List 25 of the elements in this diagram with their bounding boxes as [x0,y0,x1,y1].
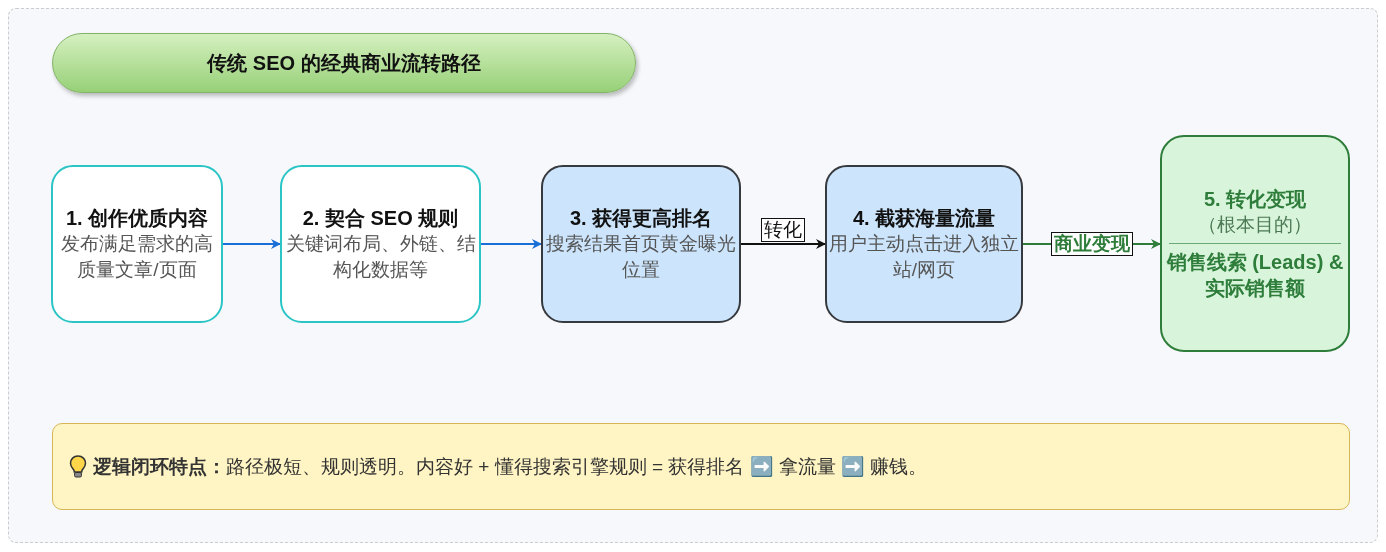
arrow [480,239,542,249]
step-description: 用户主动点击进入独立站/网页 [828,232,1020,282]
step-result: 销售线索 (Leads) & 实际销售额 [1165,250,1345,301]
note-box [52,423,1350,510]
edge-label: 转化 [761,218,805,242]
edge-label: 商业变现 [1050,232,1133,256]
step-description: 搜索结果首页黄金曝光位置 [545,232,737,282]
process-box [51,165,223,323]
step-heading: 3. 获得更高排名 [569,206,713,231]
title-banner [52,33,636,93]
title-text: 传统 SEO 的经典商业流转路径 [207,51,481,76]
step-note: （根本目的） [1198,213,1312,237]
process-box [541,165,741,323]
step-heading: 5. 转化变现 [1203,187,1307,212]
step-description: 关键词布局、外链、结构化数据等 [284,232,477,282]
note-text: 逻辑闭环特点：路径极短、规则透明。内容好 + 懂得搜索引擎规则 = 获得排名 ➡ 拿流量 ➡ 赚钱。 [93,454,928,479]
step-description: 发布满足需求的高质量文章/页面 [60,232,214,282]
step-heading: 2. 契合 SEO 规则 [302,206,459,231]
arrow [222,239,281,249]
step-heading: 1. 创作优质内容 [65,206,209,231]
process-box [825,165,1023,323]
step-heading: 4. 截获海量流量 [852,206,996,231]
goal-box [1160,135,1350,352]
process-box [280,165,481,323]
arrow [740,239,826,249]
